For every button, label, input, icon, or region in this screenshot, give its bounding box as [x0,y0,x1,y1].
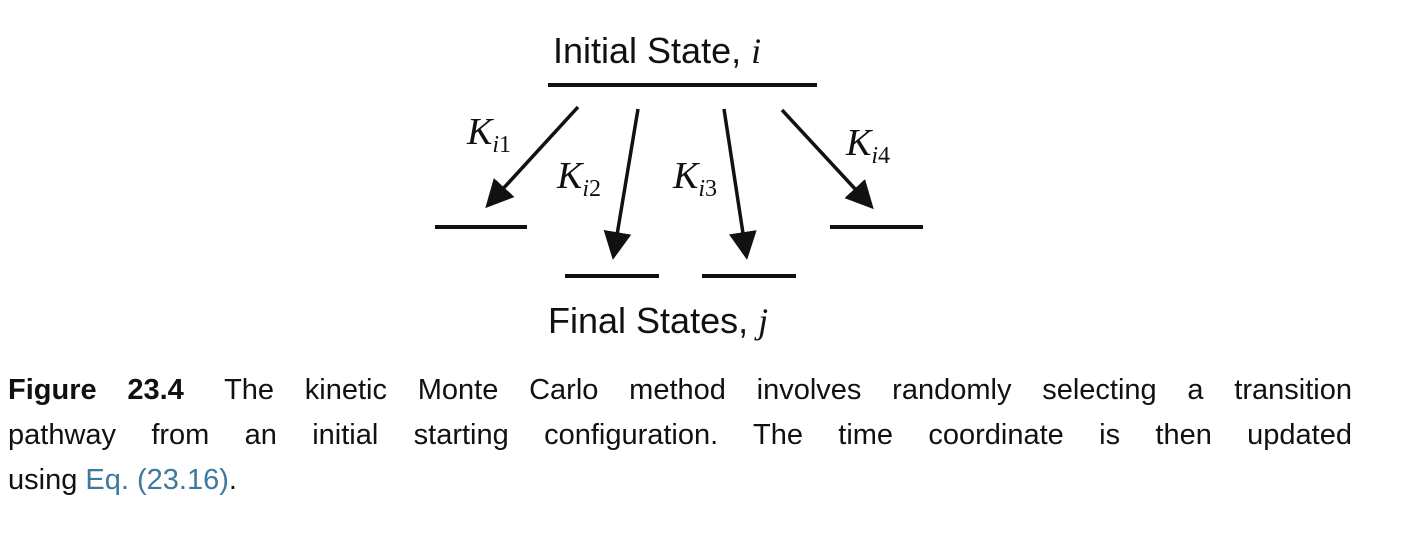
transition-arrow-1 [485,105,580,209]
kmc-diagram: Initial State, i Ki1 Ki2 Ki3 Ki4 Final S… [435,30,923,341]
transition-arrow-3 [722,108,757,260]
caption-line-3: using Eq. (23.16). [8,458,1352,503]
equation-link[interactable]: Eq. (23.16) [85,464,229,496]
caption-text-1: The kinetic Monte Carlo method involves … [224,374,1352,406]
caption-text-3: using [8,464,86,496]
rate-label-2: Ki2 [556,155,601,202]
figure-caption: Figure 23.4 The kinetic Monte Carlo meth… [8,368,1352,503]
final-states-label: Final States, j [548,300,768,341]
caption-period: . [228,464,237,496]
rate-label-1: Ki1 [466,111,511,158]
caption-line-2: pathway from an initial starting configu… [8,419,1352,451]
rate-label-3: Ki3 [672,155,717,202]
initial-state-label: Initial State, i [553,30,761,71]
rate-label-4: Ki4 [845,122,890,169]
figure-number: Figure 23.4 [8,374,184,406]
caption-line-1: Figure 23.4 The kinetic Monte Carlo meth… [8,368,1352,413]
transition-arrow-4 [780,108,874,210]
transition-arrow-2 [603,108,640,260]
